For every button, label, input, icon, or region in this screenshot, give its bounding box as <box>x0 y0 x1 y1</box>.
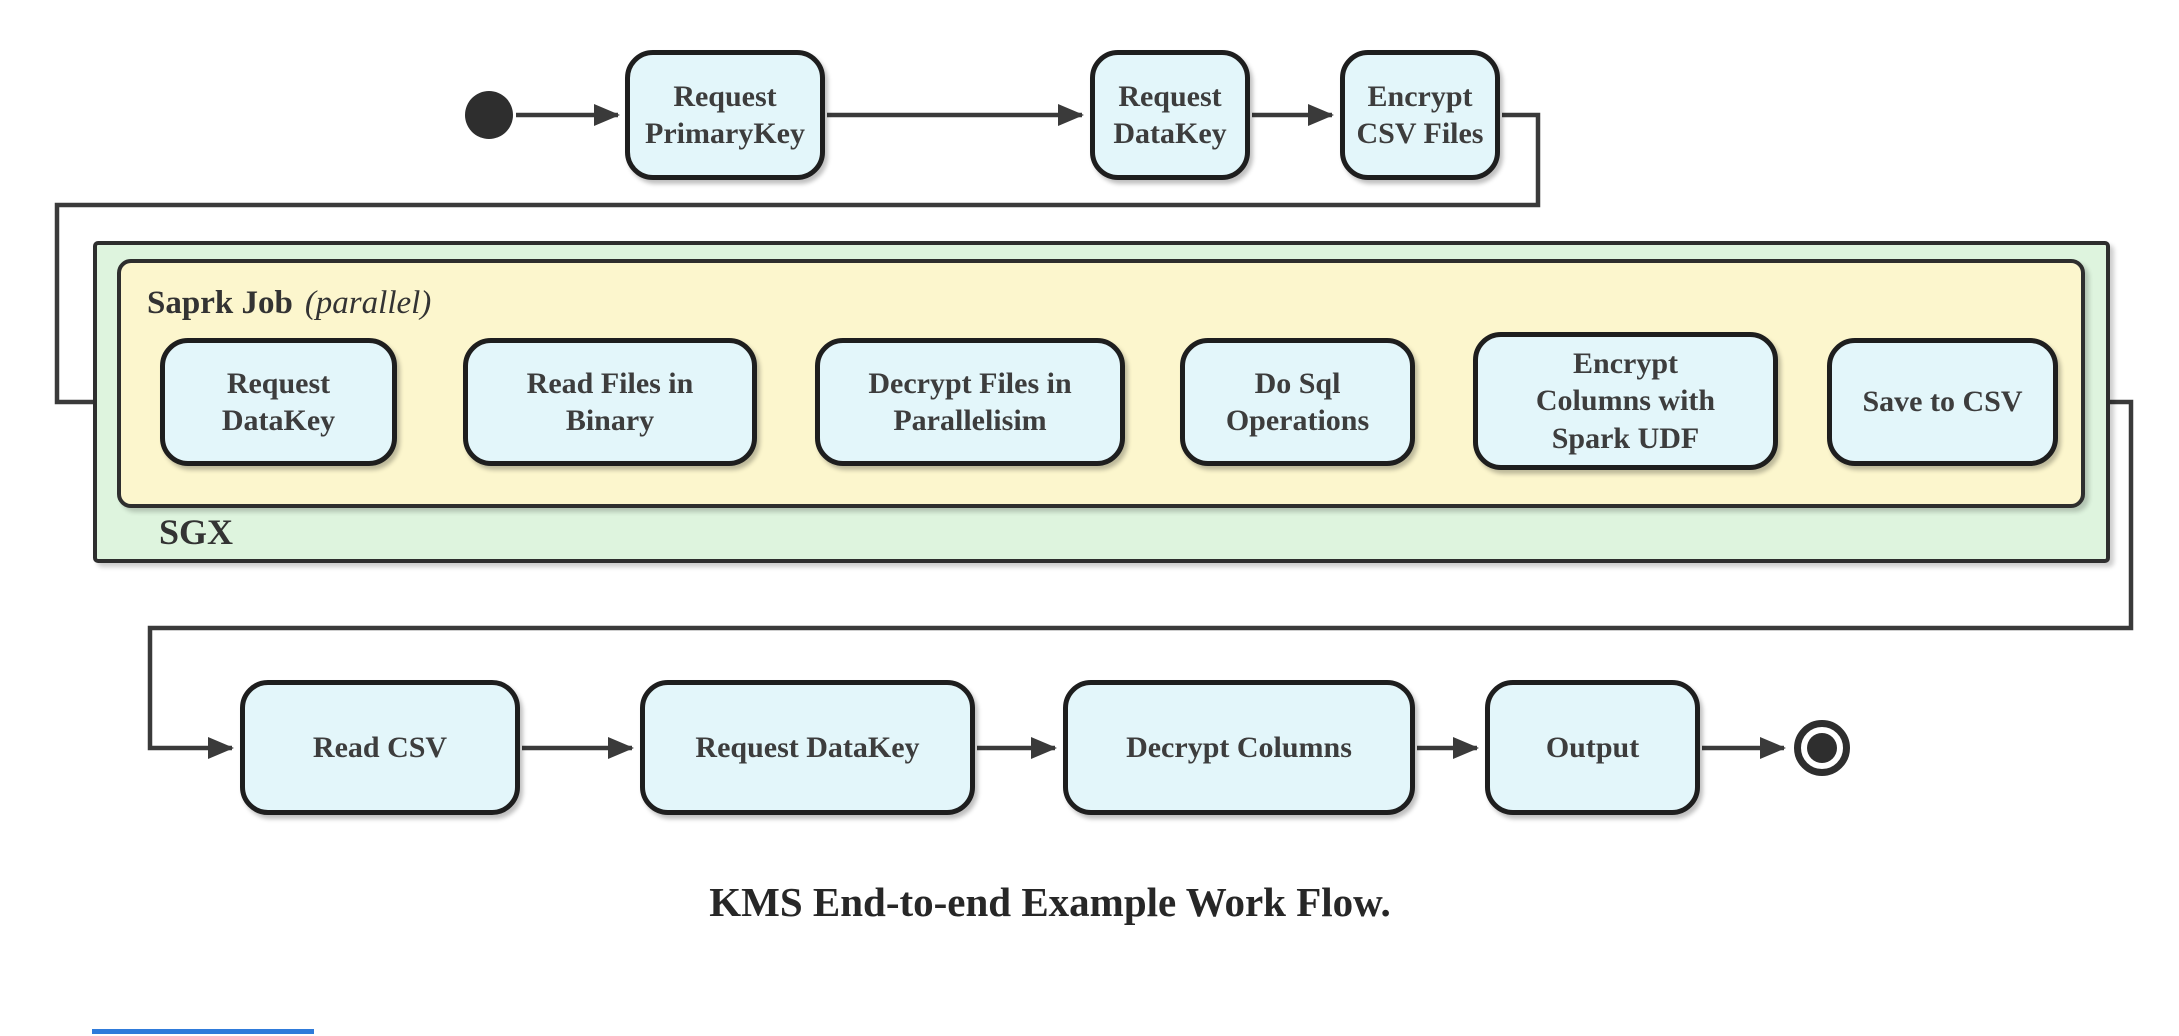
spark-job-group-label: Saprk Job (parallel) <box>147 285 431 322</box>
node-label: Read Files in Binary <box>526 366 694 438</box>
node-do-sql-operations: Do Sql Operations <box>1180 338 1415 466</box>
edge-save-csv-to-read-csv <box>147 399 2134 759</box>
node-encrypt-columns-with-spark-udf: Encrypt Columns with Spark UDF <box>1473 332 1778 470</box>
spark-job-title: Saprk Job <box>147 285 293 321</box>
node-label: Decrypt Columns <box>1126 730 1352 764</box>
node-request-primarykey: Request PrimaryKey <box>625 50 825 180</box>
node-read-csv: Read CSV <box>240 680 520 815</box>
node-decrypt-files-in-parallelism: Decrypt Files in Parallelisim <box>815 338 1125 466</box>
node-decrypt-columns: Decrypt Columns <box>1063 680 1415 815</box>
node-label: Decrypt Files in Parallelisim <box>868 366 1072 438</box>
sgx-group-label: SGX <box>159 512 234 552</box>
node-request-datakey-top: Request DataKey <box>1090 50 1250 180</box>
node-label: Output <box>1545 730 1640 764</box>
node-output: Output <box>1485 680 1700 815</box>
node-label: Encrypt CSV Files <box>1356 79 1484 151</box>
spark-job-qualifier: (parallel) <box>304 285 432 321</box>
node-sgx-request-datakey: Request DataKey <box>160 338 397 466</box>
start-node-icon <box>465 91 513 139</box>
node-label: Do Sql Operations <box>1225 366 1370 438</box>
node-label: Request PrimaryKey <box>645 79 805 151</box>
node-request-datakey-bottom: Request DataKey <box>640 680 975 815</box>
node-label: Read CSV <box>312 730 448 764</box>
node-encrypt-csv-files: Encrypt CSV Files <box>1340 50 1500 180</box>
node-label: Request DataKey <box>695 730 920 764</box>
partial-blue-line <box>92 1029 314 1034</box>
node-read-files-in-binary: Read Files in Binary <box>463 338 757 466</box>
edge-encrypt-csv-to-sgx-request-datakey <box>54 112 1541 413</box>
node-label: Save to CSV <box>1862 385 2023 419</box>
node-label: Request DataKey <box>221 366 336 438</box>
node-label: Request DataKey <box>1113 79 1227 151</box>
diagram-caption: KMS End-to-end Example Work Flow. <box>709 879 1391 925</box>
end-node-dot <box>1807 733 1837 763</box>
node-label: Encrypt Columns with Spark UDF <box>1535 346 1716 455</box>
node-save-to-csv: Save to CSV <box>1827 338 2058 466</box>
end-node-icon <box>1794 720 1850 776</box>
